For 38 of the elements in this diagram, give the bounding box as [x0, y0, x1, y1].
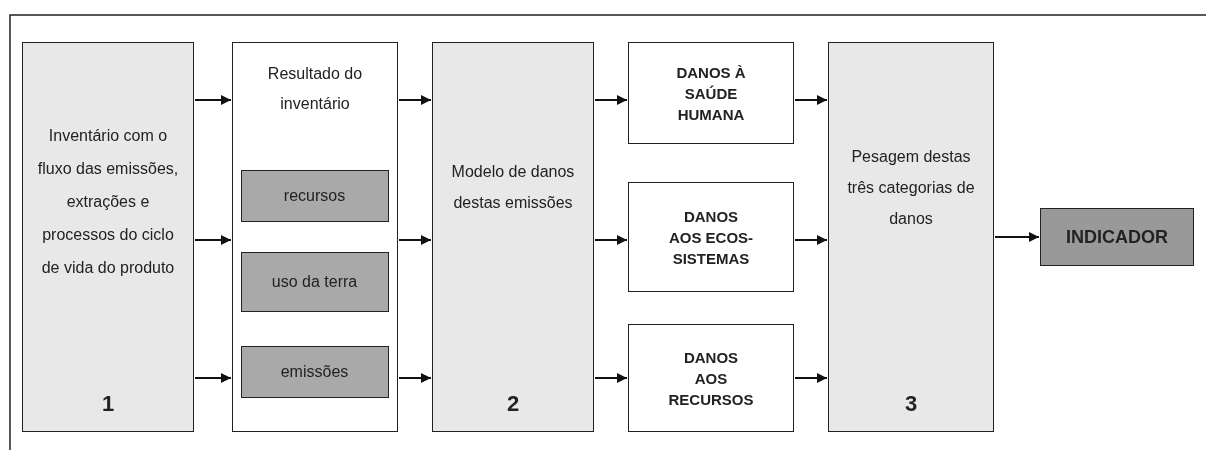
arrow [794, 373, 828, 383]
step-number: 2 [505, 391, 521, 417]
arrow [398, 373, 432, 383]
arrow [994, 232, 1040, 242]
box-label: INDICADOR [1065, 226, 1169, 248]
category-box [240, 251, 389, 312]
damage-box [628, 182, 794, 292]
damage-box [628, 324, 794, 432]
arrow [594, 373, 628, 383]
box-label: Inventário com o fluxo das emissões, extrações e processos do ciclo de vida do produto [36, 125, 180, 278]
indicator-box [1040, 208, 1194, 266]
process-box [22, 42, 194, 432]
arrow [194, 235, 232, 245]
arrow [194, 373, 232, 383]
arrow [794, 95, 828, 105]
arrow [594, 235, 628, 245]
arrow [398, 95, 432, 105]
category-box [240, 169, 389, 222]
arrow [398, 235, 432, 245]
box-label: DANOS AOS RECURSOS [667, 347, 755, 410]
process-box [828, 42, 994, 432]
step-number: 3 [903, 391, 919, 417]
arrow [194, 95, 232, 105]
category-box [240, 345, 389, 398]
damage-box [628, 42, 794, 144]
box-label: recursos [282, 186, 347, 205]
box-label: DANOS AOS ECOS- SISTEMAS [667, 206, 755, 269]
box-label: uso da terra [270, 272, 359, 291]
box-label: Pesagem destas três categorias de danos [846, 146, 976, 229]
box-label: Modelo de danos destas emissões [450, 162, 576, 213]
arrow [794, 235, 828, 245]
group-box [232, 42, 398, 432]
box-label: DANOS À SAÚDE HUMANA [675, 62, 747, 125]
process-box [432, 42, 594, 432]
arrow [594, 95, 628, 105]
box-label: Resultado do inventário [266, 64, 364, 114]
step-number: 1 [100, 391, 116, 417]
box-label: emissões [279, 362, 350, 381]
